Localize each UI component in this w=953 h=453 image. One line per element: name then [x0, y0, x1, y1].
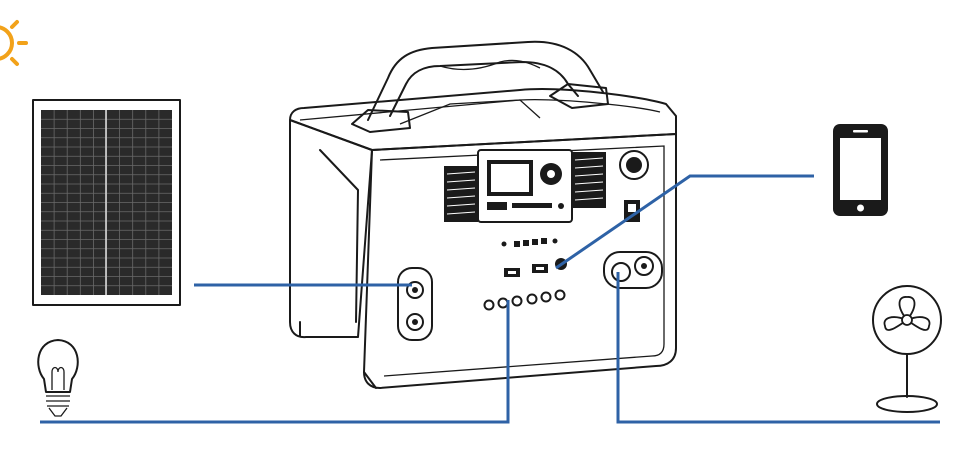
- wire-bulb-to-station: [40, 300, 510, 424]
- wire-phone-to-station: [555, 174, 814, 270]
- portable-power-station-icon: [289, 40, 677, 389]
- fan-icon: [872, 285, 942, 413]
- wire-fan-to-station: [616, 272, 940, 424]
- solar-panel-icon: [32, 99, 181, 306]
- smartphone-icon: [833, 124, 888, 216]
- sun-icon: [0, 20, 28, 66]
- light-bulb-icon: [37, 339, 79, 417]
